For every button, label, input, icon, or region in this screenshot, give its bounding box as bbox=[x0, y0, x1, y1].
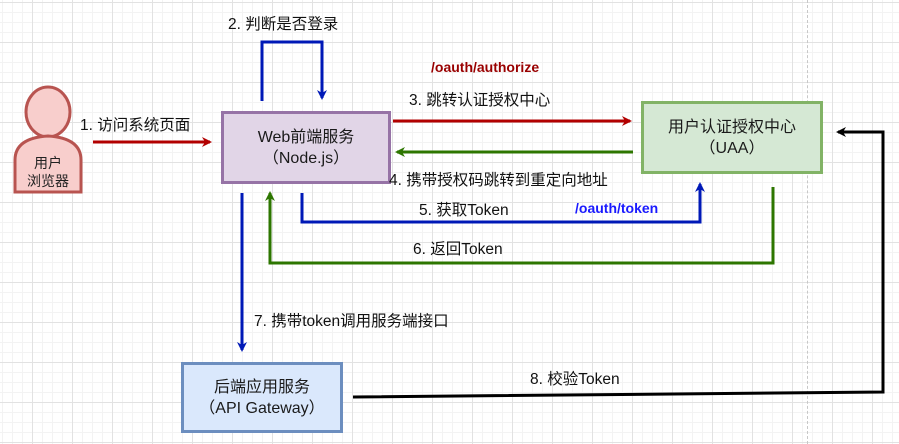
uaa-node-title: 用户认证授权中心 bbox=[667, 118, 796, 136]
api-node-subtitle: （API Gateway） bbox=[199, 399, 325, 417]
authorize-endpoint-label: /oauth/authorize bbox=[431, 59, 540, 75]
step-3-label: 3. 跳转认证授权中心 bbox=[409, 92, 551, 109]
web-node-subtitle: （Node.js） bbox=[262, 149, 350, 167]
token-endpoint-label: /oauth/token bbox=[575, 200, 659, 216]
step-7-label: 7. 携带token调用服务端接口 bbox=[254, 313, 449, 330]
web-frontend-node[interactable]: Web前端服务 （Node.js） bbox=[221, 111, 391, 184]
step-6-label: 6. 返回Token bbox=[413, 241, 503, 258]
edge-step-2 bbox=[260, 40, 327, 101]
api-node-title: 后端应用服务 bbox=[213, 378, 310, 396]
step-5-label: 5. 获取Token bbox=[419, 202, 509, 219]
edge-step-6 bbox=[265, 187, 775, 265]
step-4-label: 4. 携带授权码跳转到重定向地址 bbox=[389, 172, 608, 189]
user-actor-icon bbox=[13, 85, 83, 194]
web-node-title: Web前端服务 bbox=[257, 128, 355, 146]
api-gateway-node[interactable]: 后端应用服务 （API Gateway） bbox=[181, 362, 343, 433]
actor-line-2: 浏览器 bbox=[27, 173, 69, 189]
page-guide-line bbox=[807, 0, 808, 444]
user-browser-label: 用户 浏览器 bbox=[15, 154, 81, 190]
uaa-node[interactable]: 用户认证授权中心 （UAA） bbox=[641, 101, 823, 174]
edge-step-8 bbox=[352, 127, 885, 399]
step-8-label: 8. 校验Token bbox=[530, 371, 620, 388]
edge-step-5 bbox=[300, 182, 705, 224]
step-1-label: 1. 访问系统页面 bbox=[80, 117, 191, 134]
step-2-label: 2. 判断是否登录 bbox=[228, 16, 339, 33]
actor-line-1: 用户 bbox=[34, 155, 62, 171]
uaa-node-subtitle: （UAA） bbox=[699, 139, 765, 157]
